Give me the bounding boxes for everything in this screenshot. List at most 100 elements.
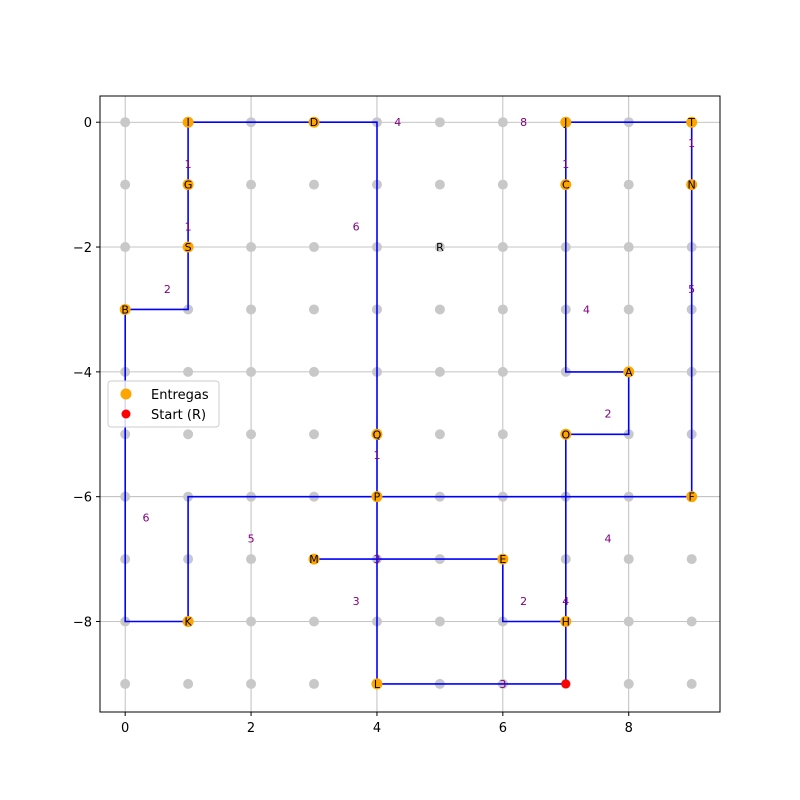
grid-point xyxy=(183,678,194,689)
route-path xyxy=(124,121,693,685)
delivery-point xyxy=(182,116,194,128)
grid-point xyxy=(183,366,194,377)
y-tick-label: −2 xyxy=(73,241,92,256)
edge-cost-label: 2 xyxy=(164,283,171,296)
grid-point xyxy=(120,242,131,253)
grid-point xyxy=(623,554,634,565)
x-tick-label: 4 xyxy=(373,721,381,736)
grid-point xyxy=(309,366,320,377)
grid-point xyxy=(434,366,445,377)
x-tick-label: 2 xyxy=(247,721,255,736)
edge-cost-label: 4 xyxy=(562,595,569,608)
grid-point xyxy=(497,366,508,377)
edge-cost-label: 8 xyxy=(520,116,527,129)
legend-marker xyxy=(120,388,132,400)
grid-point xyxy=(497,117,508,128)
plot-frame xyxy=(99,95,721,713)
edge-cost-label: 6 xyxy=(353,220,360,233)
grid-point xyxy=(246,616,257,627)
y-tick-label: −6 xyxy=(73,491,92,506)
grid-point xyxy=(246,554,257,565)
x-tick-label: 0 xyxy=(121,721,129,736)
grid-point xyxy=(434,179,445,190)
delivery-point xyxy=(686,491,698,503)
x-tick-label: 6 xyxy=(499,721,507,736)
point-label: J xyxy=(563,116,567,129)
point-label: N xyxy=(688,179,696,192)
axes: 0 2 4 6 8 0 −2 −4 −6 −8 xyxy=(73,95,721,736)
point-label: S xyxy=(185,241,192,254)
grid-point xyxy=(686,678,697,689)
grid-point xyxy=(434,242,445,253)
grid-point xyxy=(120,678,131,689)
point-label: F xyxy=(689,491,695,504)
grid-point xyxy=(309,678,320,689)
delivery-point xyxy=(371,491,383,503)
point-label: H xyxy=(562,616,570,629)
edge-cost-label: 2 xyxy=(520,595,527,608)
delivery-point xyxy=(686,116,698,128)
grid-point xyxy=(309,242,320,253)
y-tick-label: 0 xyxy=(84,116,92,131)
grid-point xyxy=(434,429,445,440)
point-label: G xyxy=(184,179,193,192)
point-label: P xyxy=(374,491,381,504)
point-label: A xyxy=(625,366,633,379)
point-label: K xyxy=(185,616,193,629)
grid-point xyxy=(623,304,634,315)
grid-point xyxy=(497,429,508,440)
edge-cost-label: 1 xyxy=(185,158,192,171)
grid-point xyxy=(497,179,508,190)
edge-cost-label: 4 xyxy=(394,116,401,129)
delivery-point xyxy=(560,116,572,128)
grid-point xyxy=(623,678,634,689)
legend-marker xyxy=(121,409,131,419)
edge-cost-label: 4 xyxy=(604,532,611,545)
delivery-point xyxy=(119,303,131,315)
y-tick-label: −8 xyxy=(73,616,92,631)
start-point xyxy=(561,679,571,689)
delivery-point xyxy=(308,553,320,565)
delivery-point xyxy=(560,616,572,628)
grid-point xyxy=(623,242,634,253)
grid-point xyxy=(246,429,257,440)
edge-cost-label: 4 xyxy=(583,303,590,316)
delivery-point xyxy=(308,116,320,128)
grid-point xyxy=(434,117,445,128)
point-label: L xyxy=(374,678,381,691)
edge-cost-label: 3 xyxy=(499,678,506,691)
grid-point xyxy=(183,429,194,440)
grid-point xyxy=(309,179,320,190)
grid-point xyxy=(497,242,508,253)
start-label: R xyxy=(436,241,444,254)
delivery-point xyxy=(371,678,383,690)
point-label: O xyxy=(561,428,570,441)
edge-cost-label: 6 xyxy=(142,511,149,524)
legend-label: Entregas xyxy=(151,388,209,403)
grid-point xyxy=(246,242,257,253)
delivery-point xyxy=(560,179,572,191)
grid-point xyxy=(309,304,320,315)
edge-cost-label: 3 xyxy=(353,595,360,608)
edge-cost-label: 1 xyxy=(185,220,192,233)
delivery-point xyxy=(371,428,383,440)
point-label: B xyxy=(121,303,129,316)
edge-cost-label: 3 xyxy=(373,553,380,566)
delivery-point xyxy=(560,428,572,440)
point-label: D xyxy=(310,116,318,129)
edge-cost-label: 5 xyxy=(688,283,695,296)
grid-point xyxy=(246,179,257,190)
y-tick-label: −4 xyxy=(73,366,92,381)
grid-point xyxy=(309,616,320,627)
point-label: M xyxy=(309,553,319,566)
legend-label: Start (R) xyxy=(151,408,206,423)
grid-point xyxy=(120,117,131,128)
delivery-point xyxy=(686,179,698,191)
edge-cost-label: 1 xyxy=(562,158,569,171)
point-label: I xyxy=(186,116,189,129)
grid-point xyxy=(623,179,634,190)
edge-cost-label: 1 xyxy=(373,449,380,462)
grid-point xyxy=(623,616,634,627)
